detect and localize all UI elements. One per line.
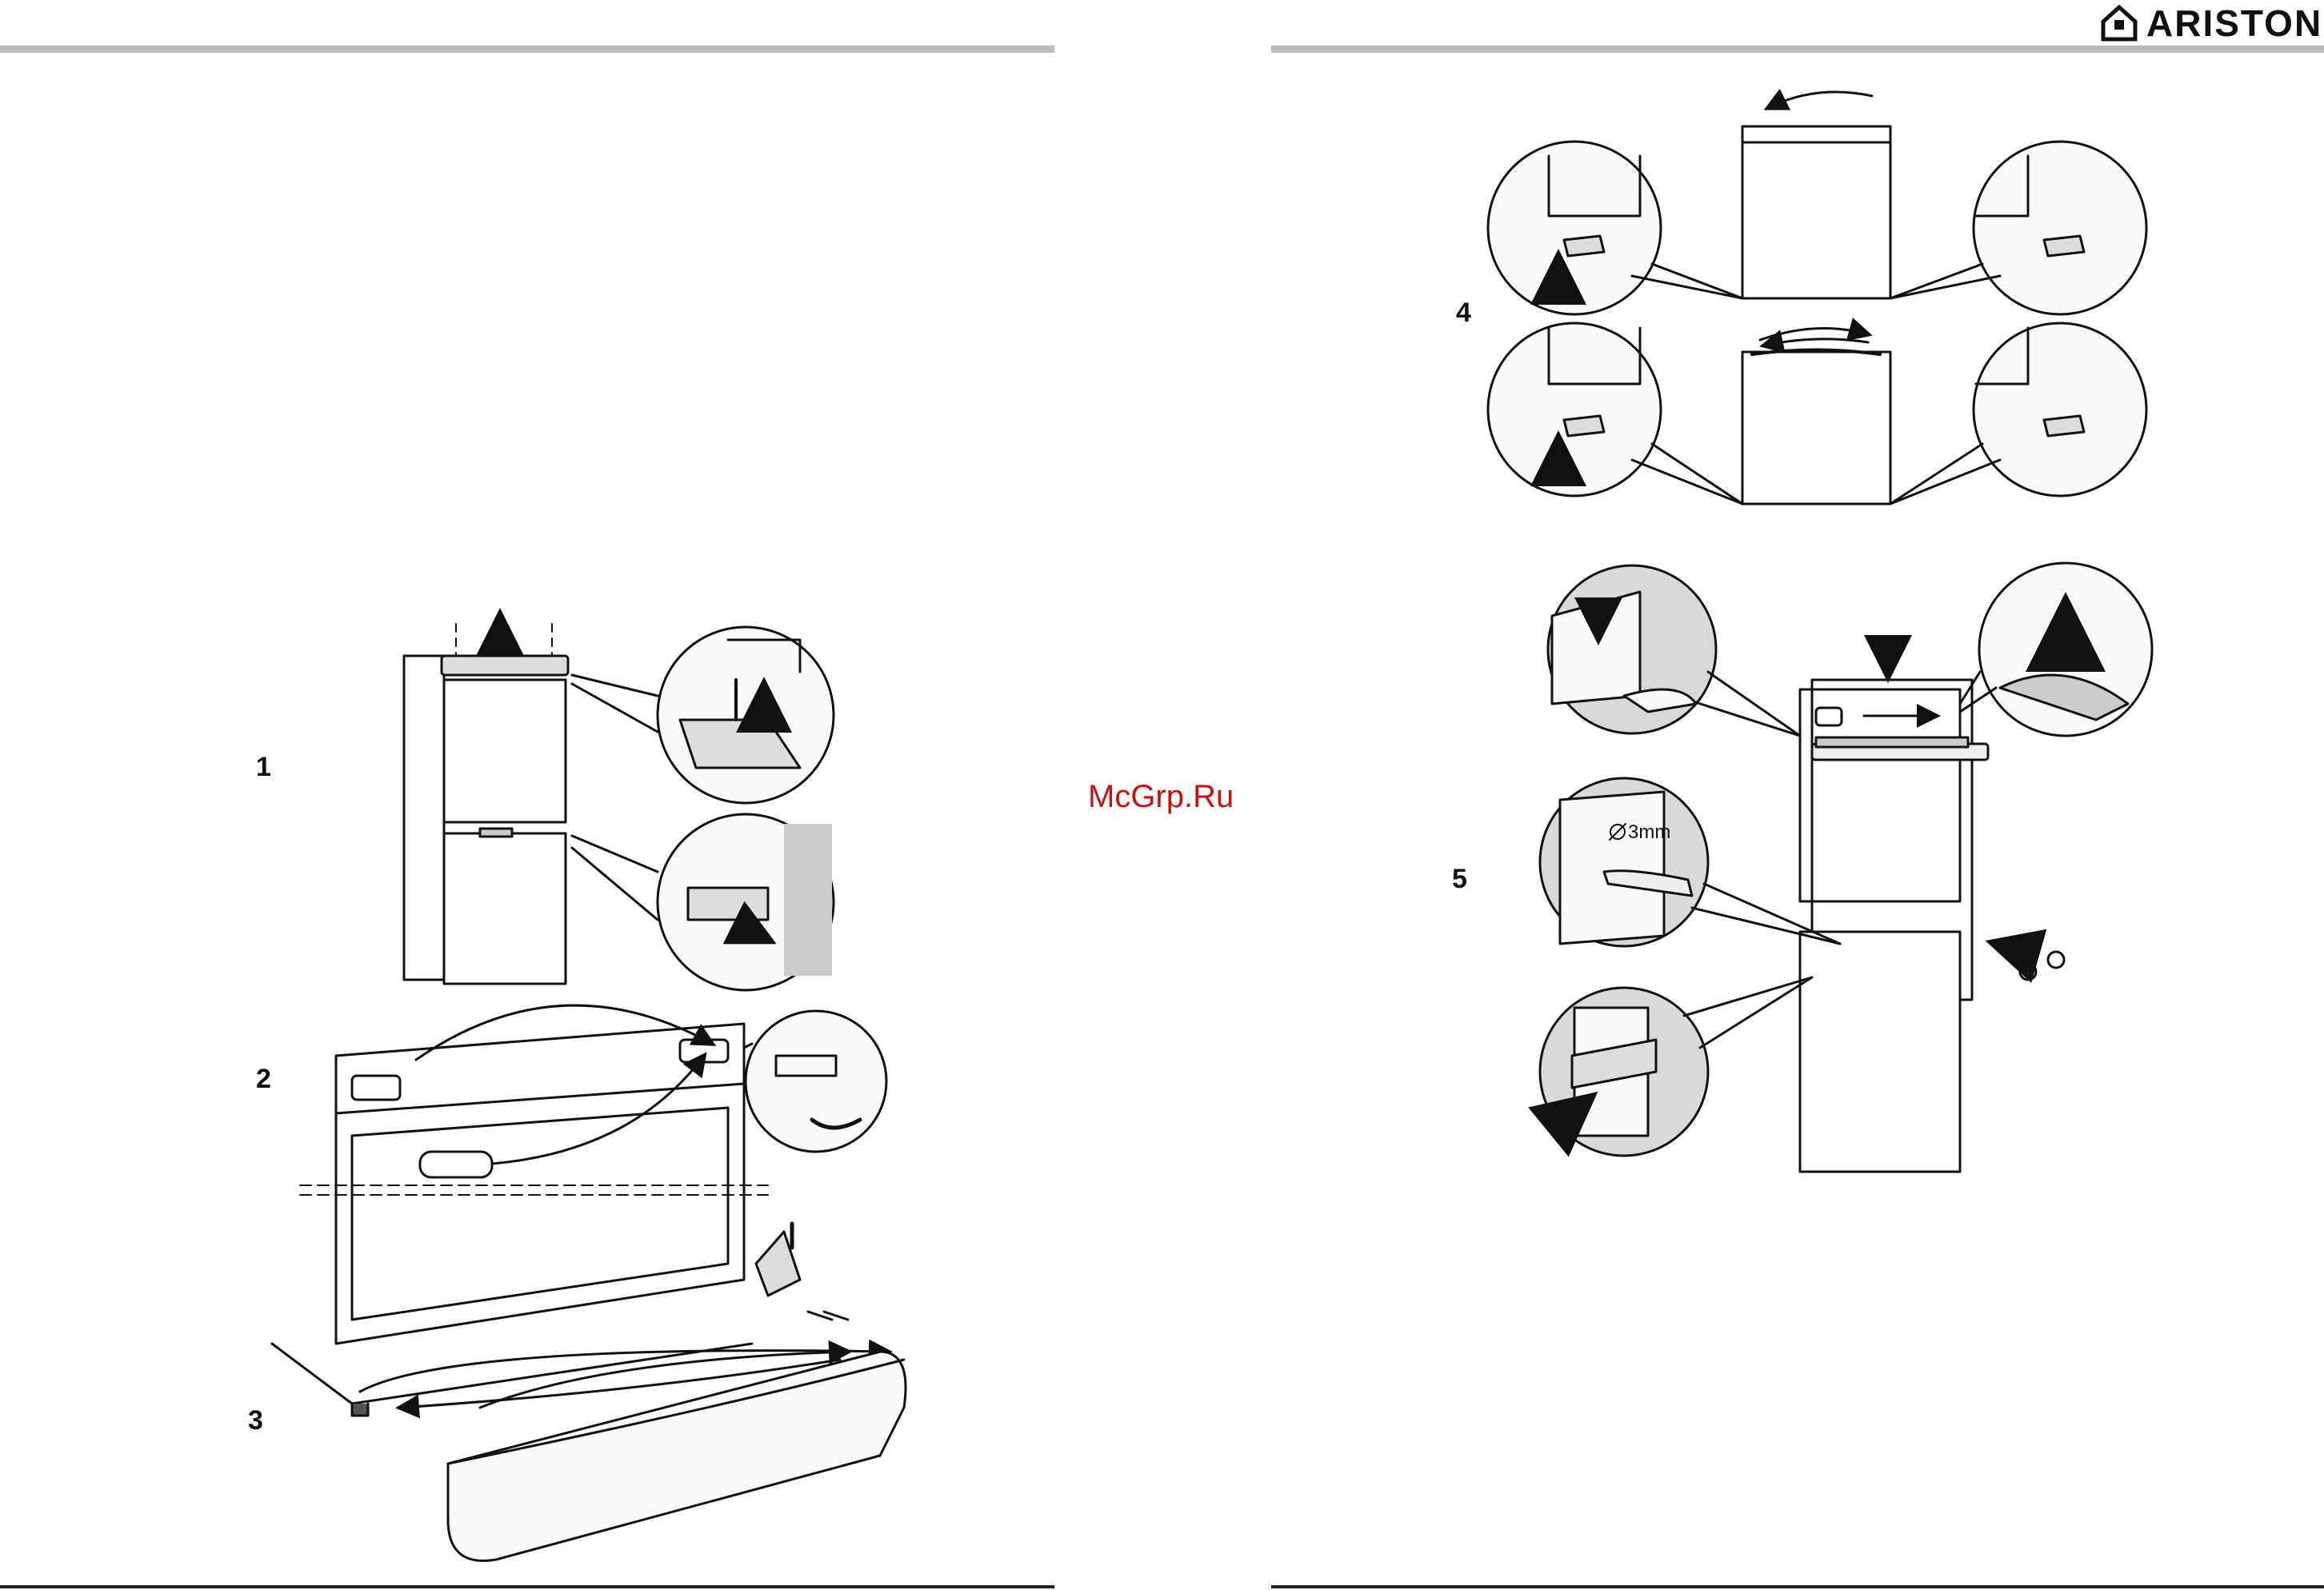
drill-diameter-label: 3mm [1628, 821, 1670, 843]
figure-2-3-fridge-base [272, 1005, 906, 1560]
figure-4-hinge-reversal [1488, 92, 2146, 504]
figure-5-door-installation: 3mm [1540, 563, 2152, 1172]
figure-1-door-removal [404, 617, 834, 990]
